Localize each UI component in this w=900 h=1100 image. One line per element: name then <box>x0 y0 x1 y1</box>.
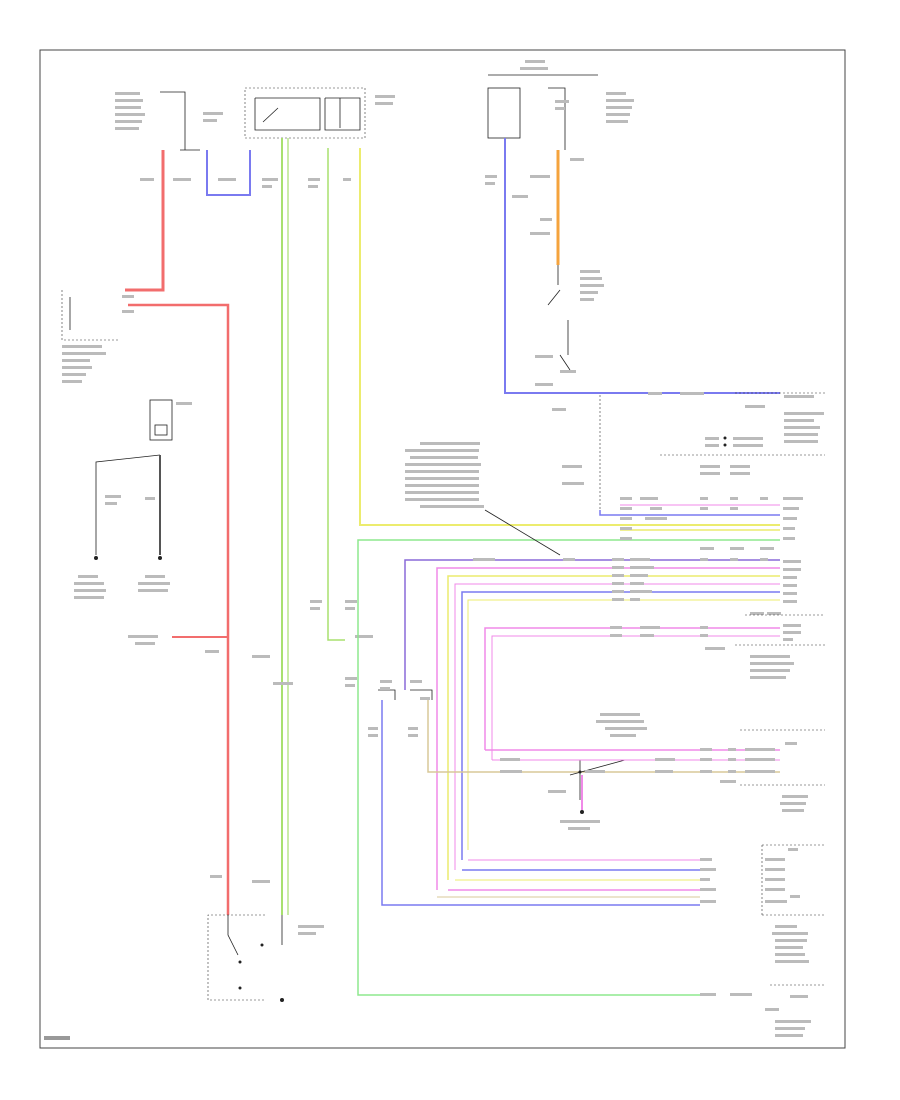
green-wire-pcm-row <box>357 545 700 996</box>
inhibit-relay-group <box>368 680 780 906</box>
relay-label-block <box>375 95 395 105</box>
red-wire-starter-feed <box>128 303 230 915</box>
diagram-frame <box>39 49 846 1049</box>
pink-wire-trs-2 <box>454 583 780 870</box>
pink-wire-tcm-2 <box>491 635 780 760</box>
blue-wire-pcm-row1 <box>599 510 780 516</box>
tcm-connector-group <box>485 713 825 830</box>
blue-wire-inhibit <box>381 700 700 906</box>
figure-code-mark <box>44 1036 70 1040</box>
top-right-component-group <box>485 60 780 395</box>
tan-wire-inhibit <box>427 700 780 773</box>
pcm-connector-group <box>357 392 825 996</box>
green-wire-relay-pcm <box>327 148 345 641</box>
blue-wire-trs <box>461 591 780 860</box>
yellow-wire-trs-2 <box>467 599 780 850</box>
yellow-wire-relay-pcm <box>359 148 780 526</box>
blue-wire-fuse <box>206 150 251 196</box>
fuse-relay-box <box>487 87 521 139</box>
main-relay-box <box>244 87 366 139</box>
bottom-connector-group <box>437 844 825 1037</box>
starter-motor-group <box>207 914 324 1002</box>
left-component-group <box>61 290 230 915</box>
trs-wire-bundle <box>404 558 825 890</box>
violet-wire-trs <box>404 559 780 690</box>
green-wire-pcm-top <box>357 539 780 545</box>
pink-wire-trs-1 <box>436 567 780 890</box>
yellow-wire-trs-1 <box>447 575 780 880</box>
red-wire-battery <box>125 150 165 292</box>
pink-wire-tcm-1 <box>484 627 780 750</box>
battery-symbol <box>149 399 173 441</box>
note-block <box>405 442 484 508</box>
fuse-label-block <box>115 92 223 130</box>
top-left-component-group <box>115 87 395 292</box>
